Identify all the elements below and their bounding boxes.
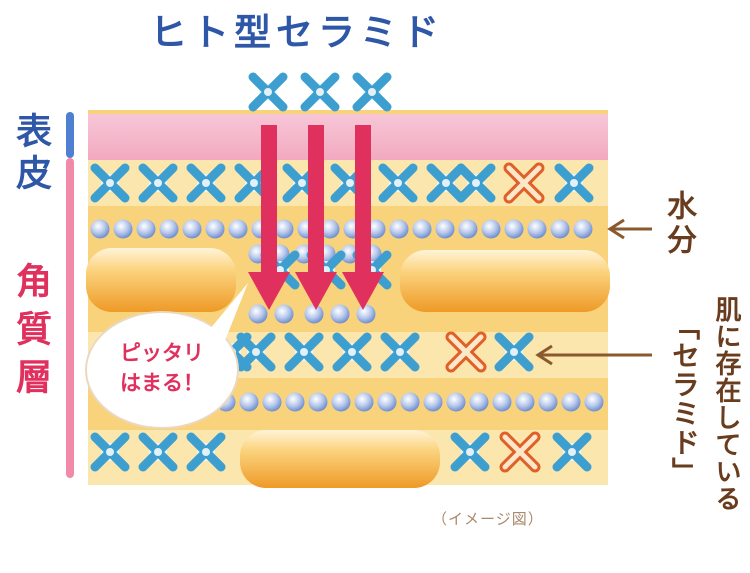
blue-x-ceramide-icon	[300, 72, 340, 112]
corneocyte-cell	[400, 250, 610, 312]
water-sphere-icon	[354, 392, 374, 412]
water-sphere-icon	[308, 392, 328, 412]
epidermis-label: 表皮	[10, 112, 51, 196]
stratum-corneum-bar	[66, 158, 74, 478]
diagram-title: ヒト型セラミド	[150, 11, 444, 54]
ceramide-label-line2: 「セラミド」	[668, 312, 701, 486]
water-sphere-icon	[331, 392, 351, 412]
bubble-text-line1: ピッタリ	[120, 341, 204, 365]
water-sphere-icon	[538, 392, 558, 412]
blue-x-ceramide-icon	[554, 163, 594, 203]
water-pointer-arrow	[607, 218, 652, 240]
blue-x-ceramide-icon	[426, 163, 466, 203]
blue-x-ceramide-icon	[284, 332, 324, 372]
penetration-arrows	[248, 125, 384, 310]
water-sphere-icon	[274, 219, 294, 239]
orange-x-ceramide-icon	[499, 431, 541, 473]
blue-x-ceramide-icon	[90, 432, 130, 472]
blue-x-ceramide-icon	[332, 332, 372, 372]
water-sphere-icon	[113, 219, 133, 239]
water-sphere-icon	[458, 219, 478, 239]
corneocyte-cell	[86, 248, 236, 312]
water-sphere-icon	[320, 219, 340, 239]
water-sphere-icon	[504, 219, 524, 239]
image-caption: （イメージ図）	[432, 510, 544, 528]
water-sphere-icon	[159, 219, 179, 239]
blue-x-ceramide-icon	[186, 432, 226, 472]
water-sphere-icon	[205, 219, 225, 239]
water-sphere-icon	[330, 304, 350, 324]
water-sphere-icon	[412, 219, 432, 239]
water-sphere-icon	[356, 304, 376, 324]
blue-x-ceramide-icon	[138, 163, 178, 203]
water-sphere-icon	[527, 219, 547, 239]
water-sphere-icon	[550, 219, 570, 239]
water-sphere-icon	[515, 392, 535, 412]
orange-x-ceramide-icon	[445, 331, 487, 373]
corneocyte-cell	[240, 430, 440, 488]
water-sphere-icon	[446, 392, 466, 412]
down-arrow-icon	[342, 125, 384, 310]
water-sphere-icon	[469, 392, 489, 412]
water-sphere-icon	[285, 392, 305, 412]
blue-x-ceramide-icon	[380, 332, 420, 372]
blue-x-ceramide-icon	[186, 163, 226, 203]
speech-bubble-icon	[85, 283, 248, 429]
bubble-text-line2: はまる！	[120, 371, 204, 395]
water-sphere-icon	[400, 392, 420, 412]
down-arrow-icon	[295, 125, 337, 310]
water-sphere-icon	[248, 304, 268, 324]
blue-x-ceramide-icon	[552, 432, 592, 472]
stratum-corneum-label: 角質層	[10, 262, 51, 406]
blue-x-ceramide-icon	[494, 332, 534, 372]
blue-x-ceramide-icon	[456, 163, 496, 203]
water-sphere-icon	[366, 219, 386, 239]
blue-x-ceramide-icon	[352, 72, 392, 112]
blue-x-ceramide-icon	[138, 432, 178, 472]
ceramide-label-line1: 肌に存在している	[711, 296, 741, 512]
water-sphere-icon	[573, 219, 593, 239]
water-sphere-icon	[239, 392, 259, 412]
water-spheres	[90, 219, 604, 412]
water-sphere-icon	[435, 219, 455, 239]
water-sphere-icon	[481, 219, 501, 239]
water-sphere-icon	[377, 392, 397, 412]
water-sphere-icon	[389, 219, 409, 239]
blue-x-ceramide-icon	[90, 163, 130, 203]
water-sphere-icon	[584, 392, 604, 412]
water-sphere-icon	[561, 392, 581, 412]
blue-x-ceramide-icon	[378, 163, 418, 203]
water-sphere-icon	[304, 304, 324, 324]
water-sphere-icon	[423, 392, 443, 412]
down-arrow-icon	[248, 125, 290, 310]
water-label: 水分	[661, 190, 696, 258]
water-sphere-icon	[492, 392, 512, 412]
blue-x-ceramide-icon	[450, 432, 490, 472]
water-sphere-icon	[274, 304, 294, 324]
water-sphere-icon	[228, 219, 248, 239]
water-sphere-icon	[90, 219, 110, 239]
water-sphere-icon	[182, 219, 202, 239]
water-sphere-icon	[262, 392, 282, 412]
orange-x-ceramide-icon	[503, 162, 545, 204]
ceramide-pointer-arrow	[535, 344, 652, 366]
blue-x-ceramide-icon	[248, 72, 288, 112]
pink-surface-layer	[88, 114, 608, 160]
water-sphere-icon	[136, 219, 156, 239]
epidermis-bar	[66, 112, 74, 158]
